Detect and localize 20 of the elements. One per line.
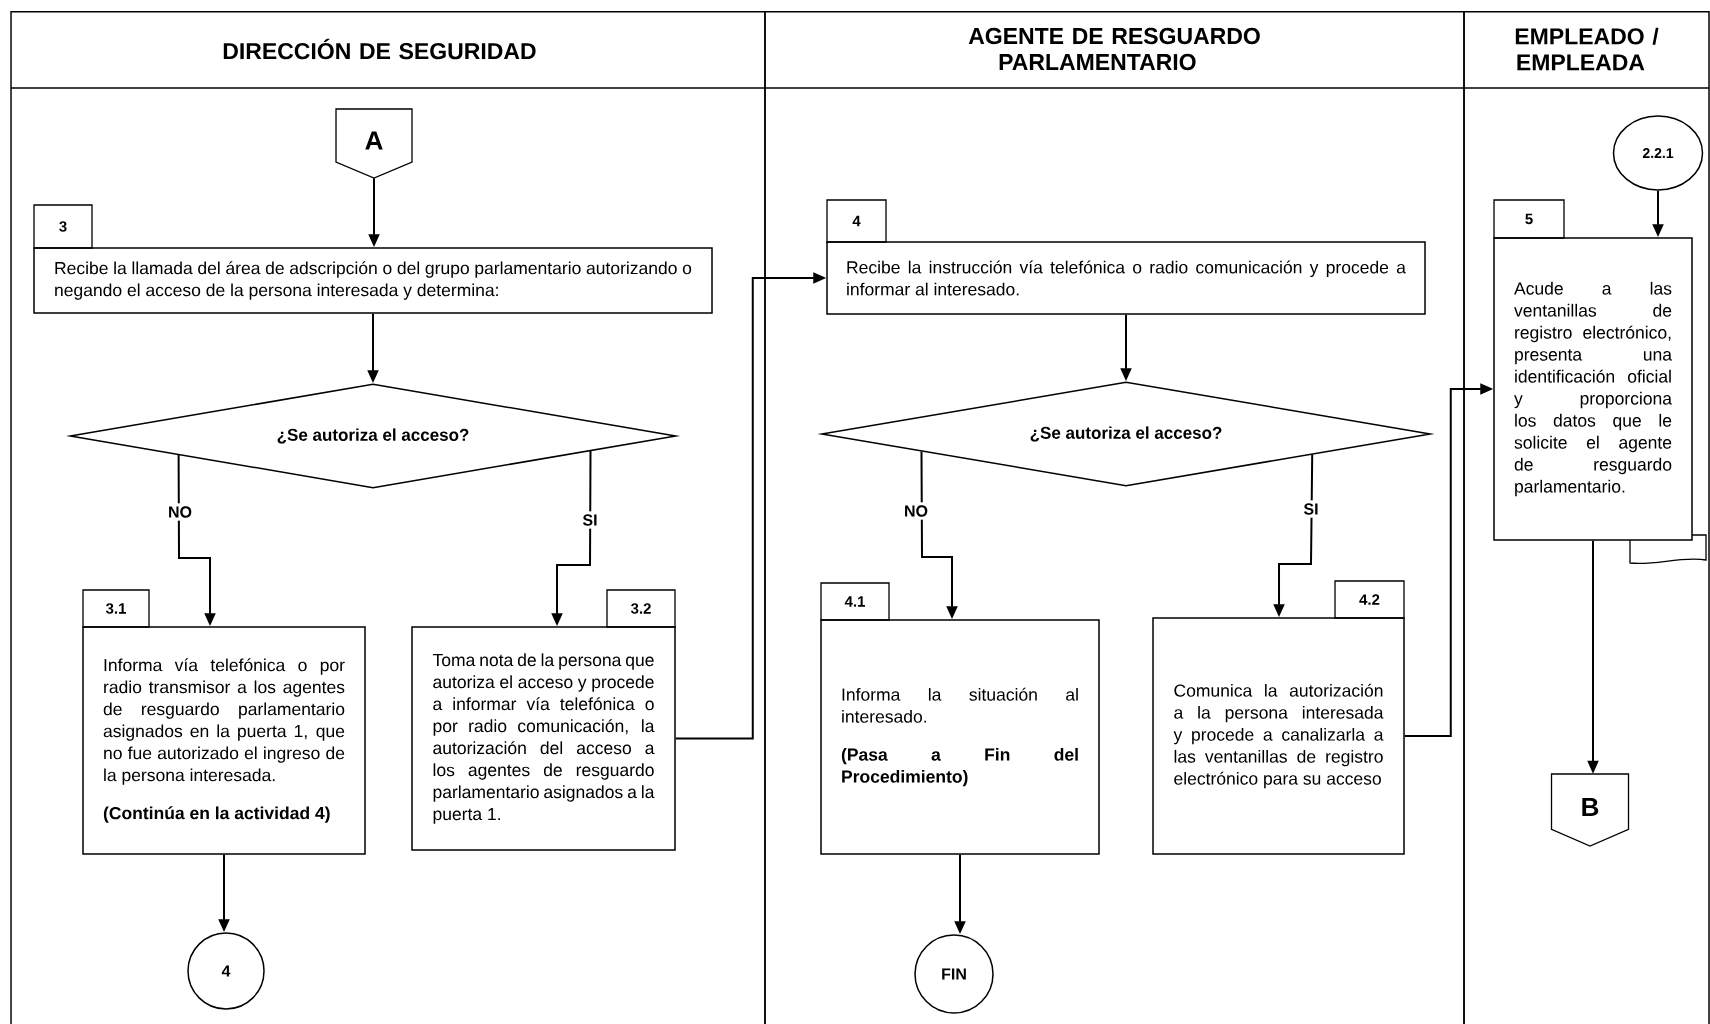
- process-box: Recibe la instrucción vía telefónica o radio comunicación y procede a informar al interesado.: [826, 241, 1426, 315]
- process-box: Informa la situación al interesado. (Pasa a Fin del Procedimiento): [820, 619, 1100, 855]
- document-box: Acude a las ventanillas de registro electrónico, presenta una identificación oficial y proporciona los datos que le solicite el agente de resguardo parlamentario.: [1493, 237, 1707, 565]
- edge-label: NO: [165, 503, 195, 521]
- process-box: Recibe la llamada del área de adscripción o del grupo parlamentario autorizando o negando el acceso de la persona interesada y determina:: [33, 247, 713, 314]
- step-number-tab: 4: [826, 199, 887, 243]
- edge-label: SI: [1300, 500, 1322, 518]
- off-page-connector: A: [335, 108, 413, 179]
- edge-label: NO: [901, 502, 931, 520]
- step-number-tab: 3.2: [606, 589, 676, 628]
- step-number-tab: 4.2: [1334, 580, 1405, 619]
- process-box: Toma nota de la persona que autoriza el acceso y procede a informar vía telefónica o por radio comunicación, la autorización del acceso a los agentes de resguardo parlamentario asignados a la puerta 1.: [411, 626, 676, 851]
- process-box: Informa vía telefónica o por radio transmisor a los agentes de resguardo parlamentario asignados en la puerta 1, que no fue autorizado el ingreso de la persona interesada. (Continúa en la actividad 4): [82, 626, 366, 855]
- step-number-tab: 3.1: [82, 589, 150, 628]
- process-box: Comunica la autorización a la persona interesada y procede a canalizarla a las ventanillas de registro electrónico para su acceso: [1152, 617, 1405, 855]
- off-page-connector: B: [1550, 773, 1630, 847]
- step-number-tab: 3: [33, 204, 93, 249]
- edge-label: SI: [579, 511, 601, 529]
- step-number-tab: 4.1: [820, 582, 890, 621]
- step-number-tab: 5: [1493, 199, 1565, 239]
